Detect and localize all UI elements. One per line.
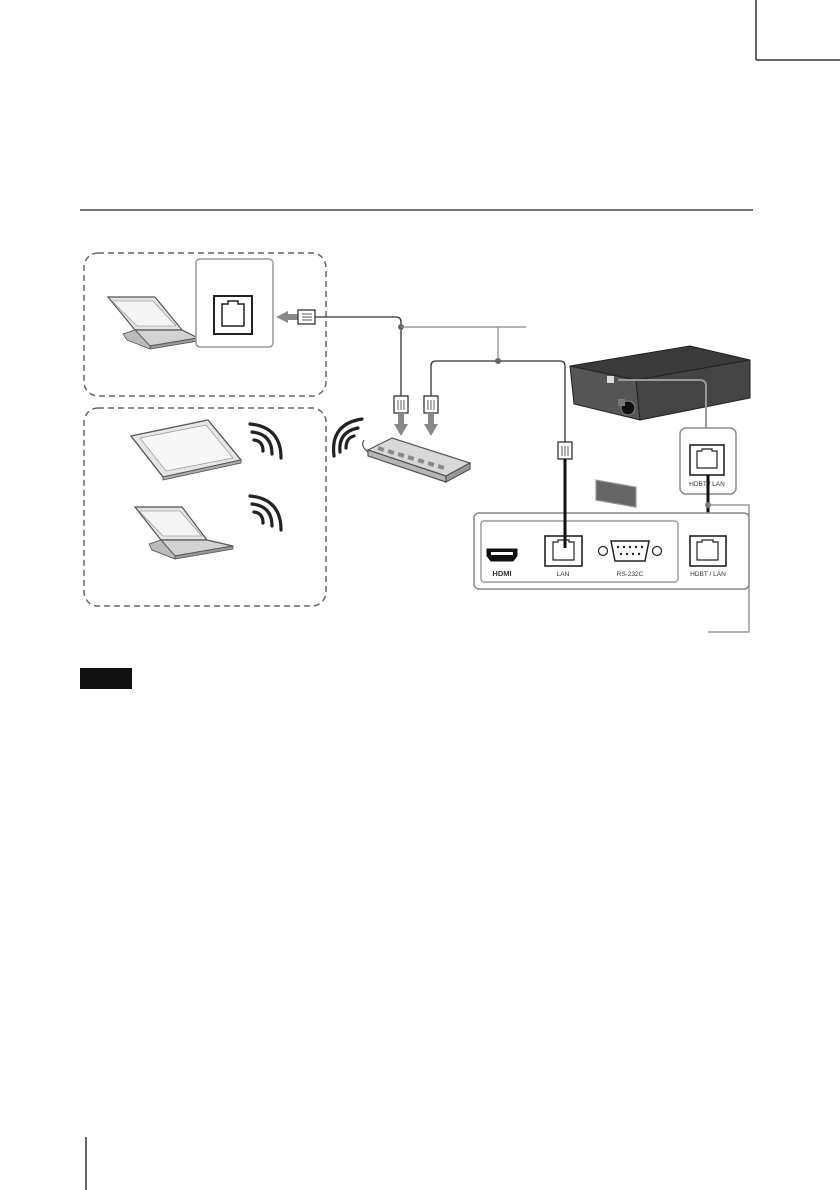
- rj45-connector-icon: [298, 310, 315, 324]
- tablet-icon: [131, 420, 241, 480]
- wifi-icon: [250, 496, 281, 530]
- insert-arrow-down: [394, 413, 408, 436]
- lan-port-label: LAN: [557, 571, 570, 578]
- rj45-connector-icon: [558, 442, 572, 459]
- rs232c-port-label: RS-232C: [617, 571, 644, 578]
- rj45-connector-icon: [424, 396, 438, 413]
- rj45-port-icon: [690, 536, 726, 566]
- wifi-icon: [334, 419, 362, 456]
- network-hub-icon: [363, 438, 470, 482]
- laptop-icon: [108, 297, 198, 349]
- hdbaset-lan-panel-label: HDBT / LAN: [690, 571, 726, 578]
- rj45-connector-icon: [394, 396, 408, 413]
- insert-arrow-down: [424, 413, 438, 436]
- cable-callout-dot: [495, 358, 501, 364]
- wifi-icon: [250, 424, 281, 458]
- note-badge: [80, 668, 132, 689]
- lan-cable-hub-projector: [431, 361, 565, 442]
- hdmi-logo-label: HDMI: [492, 569, 511, 578]
- insert-arrow-left: [276, 311, 298, 323]
- hdmi-port-icon: [487, 549, 517, 561]
- rj45-port-icon: [690, 445, 724, 475]
- lan-cable-laptop-hub: [315, 317, 401, 396]
- rj45-port-icon: [214, 296, 252, 334]
- laptop-icon: [135, 507, 233, 559]
